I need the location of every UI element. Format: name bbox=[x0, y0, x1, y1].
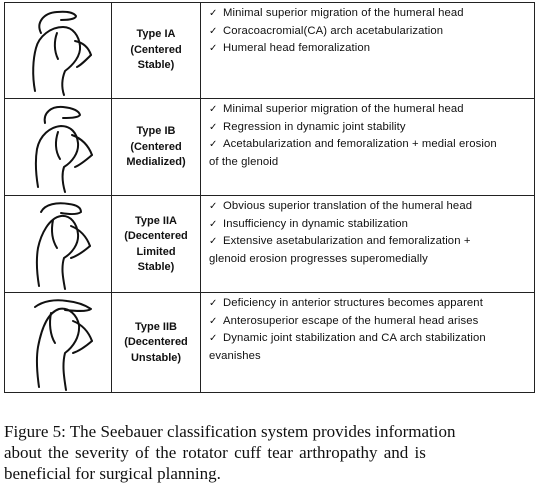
type-line: (Decentered bbox=[124, 230, 188, 242]
figure-caption: Figure 5: The Seebauer classification sy… bbox=[4, 421, 538, 484]
caption-line: beneficial for surgical planning. bbox=[4, 464, 221, 483]
bullet-item: ✓Minimal superior migration of the humer… bbox=[209, 5, 530, 23]
check-icon: ✓ bbox=[209, 333, 218, 344]
check-icon: ✓ bbox=[209, 201, 218, 212]
type-line: Stable) bbox=[137, 261, 175, 273]
description-iib: ✓Deficiency in anterior structures becom… bbox=[201, 293, 534, 393]
bullet-item: ✓Obvious superior translation of the hum… bbox=[209, 198, 530, 216]
check-icon: ✓ bbox=[209, 104, 218, 115]
type-label-ib: Type IB (Centered Medialized) bbox=[112, 99, 201, 196]
description-ib: ✓Minimal superior migration of the humer… bbox=[201, 99, 534, 196]
type-line: Type IIB bbox=[135, 320, 177, 333]
type-line: (Centered bbox=[130, 43, 182, 56]
table-row-type-ib: Type IB (Centered Medialized) ✓Minimal s… bbox=[5, 98, 534, 196]
shoulder-diagram-type-iib bbox=[5, 293, 112, 393]
bullet-continuation: evanishes bbox=[209, 349, 261, 362]
caption-line: about the severity of the rotator cuff t… bbox=[4, 443, 426, 462]
type-line: Type IB bbox=[136, 125, 176, 138]
bullet-item: ✓Extensive asetabularization and femoral… bbox=[209, 233, 530, 251]
check-icon: ✓ bbox=[209, 121, 218, 133]
check-icon: ✓ bbox=[209, 8, 218, 19]
type-line: (Centered bbox=[130, 140, 182, 153]
bullet-continuation: of the glenoid bbox=[209, 155, 279, 168]
check-icon: ✓ bbox=[209, 139, 218, 150]
shoulder-sketch-iia bbox=[35, 202, 91, 290]
check-icon: ✓ bbox=[209, 218, 218, 230]
bullet-item: ✓Deficiency in anterior structures becom… bbox=[209, 295, 530, 313]
type-line: Type IA bbox=[136, 28, 176, 41]
type-line: Unstable) bbox=[130, 351, 182, 364]
shoulder-diagram-type-ia bbox=[5, 3, 112, 98]
type-label-ia: Type IA (Centered Stable) bbox=[112, 3, 201, 98]
type-line: Medialized) bbox=[126, 156, 186, 169]
check-icon: ✓ bbox=[209, 43, 218, 54]
table-row-type-iib: Type IIB (Decentered Unstable) ✓Deficien… bbox=[5, 292, 534, 393]
bullet-item: ✓Coracoacromial(CA) arch acetabularizati… bbox=[209, 23, 530, 41]
shoulder-diagram-type-ib bbox=[5, 99, 112, 196]
type-line: Type IIA bbox=[135, 214, 177, 227]
shoulder-sketch-ia bbox=[32, 10, 92, 96]
bullet-item: ✓Anterosuperior escape of the humeral he… bbox=[209, 313, 530, 331]
bullet-continuation: glenoid erosion progresses superomediall… bbox=[209, 252, 428, 265]
check-icon: ✓ bbox=[209, 315, 218, 327]
check-icon: ✓ bbox=[209, 25, 218, 37]
type-line: (Decentered bbox=[124, 336, 188, 349]
type-label-iib: Type IIB (Decentered Unstable) bbox=[112, 293, 201, 393]
shoulder-sketch-ib bbox=[34, 105, 93, 193]
table-row-type-ia: Type IA (Centered Stable) ✓Minimal super… bbox=[5, 3, 534, 98]
bullet-item: ✓Humeral head femoralization bbox=[209, 40, 530, 58]
description-ia: ✓Minimal superior migration of the humer… bbox=[201, 3, 534, 98]
shoulder-sketch-iib bbox=[34, 299, 93, 391]
bullet-item: ✓Insufficiency in dynamic stabilization bbox=[209, 216, 530, 234]
table-row-type-iia: Type IIA (Decentered Limited Stable) ✓Ob… bbox=[5, 195, 534, 293]
type-line: Limited bbox=[136, 245, 176, 258]
bullet-item: ✓Regression in dynamic joint stability bbox=[209, 119, 530, 137]
bullet-item: ✓Acetabularization and femoralization + … bbox=[209, 136, 530, 154]
bullet-item: ✓Minimal superior migration of the humer… bbox=[209, 101, 530, 119]
caption-line: Figure 5: The Seebauer classification sy… bbox=[4, 422, 456, 441]
type-label-iia: Type IIA (Decentered Limited Stable) bbox=[112, 196, 201, 293]
check-icon: ✓ bbox=[209, 236, 218, 247]
bullet-item: ✓Dynamic joint stabilization and CA arch… bbox=[209, 330, 530, 348]
description-iia: ✓Obvious superior translation of the hum… bbox=[201, 196, 534, 293]
type-line: Stable) bbox=[137, 59, 175, 72]
seebauer-classification-table: Type IA (Centered Stable) ✓Minimal super… bbox=[4, 2, 535, 393]
check-icon: ✓ bbox=[209, 298, 218, 309]
shoulder-diagram-type-iia bbox=[5, 196, 112, 293]
